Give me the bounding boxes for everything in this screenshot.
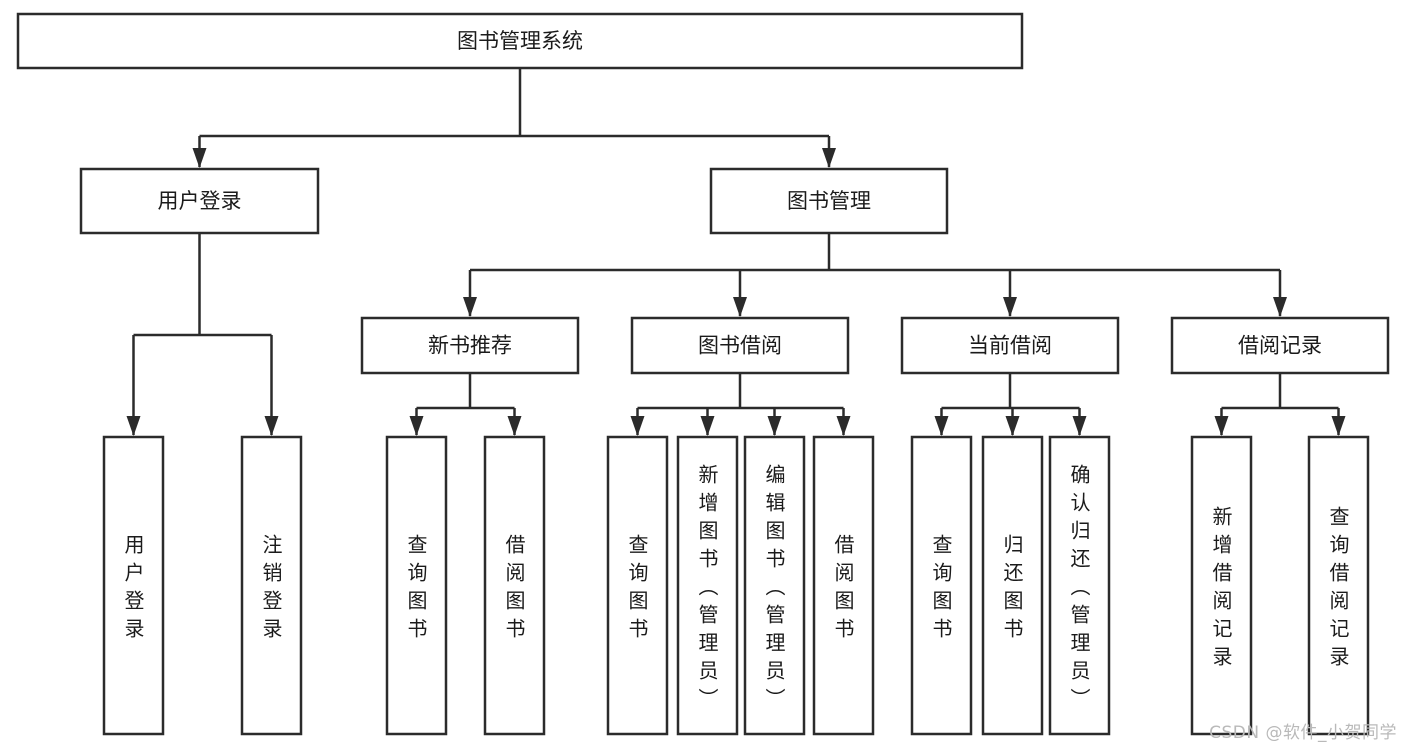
node-level3-0[interactable]: 新书推荐 bbox=[360, 316, 580, 375]
node-leaf-0[interactable]: 用户登录 bbox=[102, 435, 165, 736]
arrow-head-icon bbox=[463, 297, 477, 317]
node-label: 用户登录 bbox=[158, 189, 242, 213]
arrow-head-icon bbox=[1072, 416, 1087, 436]
node-leaf-9[interactable]: 归还图书 bbox=[981, 435, 1044, 736]
node-layer: 图书管理系统用户登录图书管理新书推荐图书借阅当前借阅借阅记录用户登录注销登录查询… bbox=[16, 12, 1390, 736]
node-label: 查询图书 bbox=[933, 532, 953, 640]
arrow-head-icon bbox=[836, 416, 851, 436]
node-level2-1[interactable]: 图书管理 bbox=[709, 167, 949, 235]
node-leaf-11[interactable]: 新增借阅记录 bbox=[1190, 435, 1253, 736]
arrow-head-icon bbox=[767, 416, 782, 436]
arrow-head-icon bbox=[934, 416, 949, 436]
node-leaf-3[interactable]: 借阅图书 bbox=[483, 435, 546, 736]
node-label: 图书管理 bbox=[787, 189, 871, 213]
node-leaf-8[interactable]: 查询图书 bbox=[910, 435, 973, 736]
node-label: 图书管理系统 bbox=[457, 29, 583, 53]
node-leaf-2[interactable]: 查询图书 bbox=[385, 435, 448, 736]
node-label: 编辑图书︵管理员︶ bbox=[766, 462, 786, 710]
node-label: 查询借阅记录 bbox=[1330, 504, 1350, 668]
node-level3-3[interactable]: 借阅记录 bbox=[1170, 316, 1390, 375]
node-level3-1[interactable]: 图书借阅 bbox=[630, 316, 850, 375]
node-leaf-1[interactable]: 注销登录 bbox=[240, 435, 303, 736]
node-label: 新书推荐 bbox=[428, 334, 512, 358]
node-level2-0[interactable]: 用户登录 bbox=[79, 167, 320, 235]
node-label: 新增图书︵管理员︶ bbox=[699, 462, 719, 710]
node-label: 新增借阅记录 bbox=[1213, 504, 1233, 668]
watermark-text: CSDN @软件_小贺同学 bbox=[1209, 723, 1397, 743]
node-leaf-12[interactable]: 查询借阅记录 bbox=[1307, 435, 1370, 736]
node-label: 当前借阅 bbox=[968, 334, 1052, 358]
node-leaf-6[interactable]: 编辑图书︵管理员︶ bbox=[743, 435, 806, 736]
node-label: 注销登录 bbox=[263, 532, 283, 640]
node-leaf-4[interactable]: 查询图书 bbox=[606, 435, 669, 736]
arrow-head-icon bbox=[409, 416, 424, 436]
node-label: 查询图书 bbox=[629, 532, 649, 640]
node-label: 借阅记录 bbox=[1238, 334, 1322, 358]
arrow-head-icon bbox=[264, 416, 279, 436]
node-root-图书管理系统[interactable]: 图书管理系统 bbox=[16, 12, 1024, 70]
arrow-head-icon bbox=[1331, 416, 1346, 436]
connector-layer bbox=[126, 68, 1346, 436]
node-leaf-7[interactable]: 借阅图书 bbox=[812, 435, 875, 736]
node-leaf-10[interactable]: 确认归还︵管理员︶ bbox=[1048, 435, 1111, 736]
arrow-head-icon bbox=[733, 297, 747, 317]
arrow-head-icon bbox=[1273, 297, 1287, 317]
node-label: 归还图书 bbox=[1004, 532, 1024, 640]
node-level3-2[interactable]: 当前借阅 bbox=[900, 316, 1120, 375]
arrow-head-icon bbox=[192, 148, 207, 168]
node-label: 确认归还︵管理员︶ bbox=[1071, 462, 1091, 710]
arrow-head-icon bbox=[630, 416, 645, 436]
node-label: 图书借阅 bbox=[698, 334, 782, 358]
node-label: 用户登录 bbox=[125, 532, 145, 640]
arrow-head-icon bbox=[1003, 297, 1017, 317]
node-label: 借阅图书 bbox=[835, 532, 855, 640]
arrow-head-icon bbox=[126, 416, 141, 436]
arrow-head-icon bbox=[822, 148, 836, 168]
node-leaf-5[interactable]: 新增图书︵管理员︶ bbox=[676, 435, 739, 736]
arrow-head-icon bbox=[700, 416, 715, 436]
arrow-head-icon bbox=[1214, 416, 1229, 436]
arrow-head-icon bbox=[1005, 416, 1020, 436]
node-label: 借阅图书 bbox=[506, 532, 526, 640]
node-label: 查询图书 bbox=[408, 532, 428, 640]
arrow-head-icon bbox=[507, 416, 522, 436]
